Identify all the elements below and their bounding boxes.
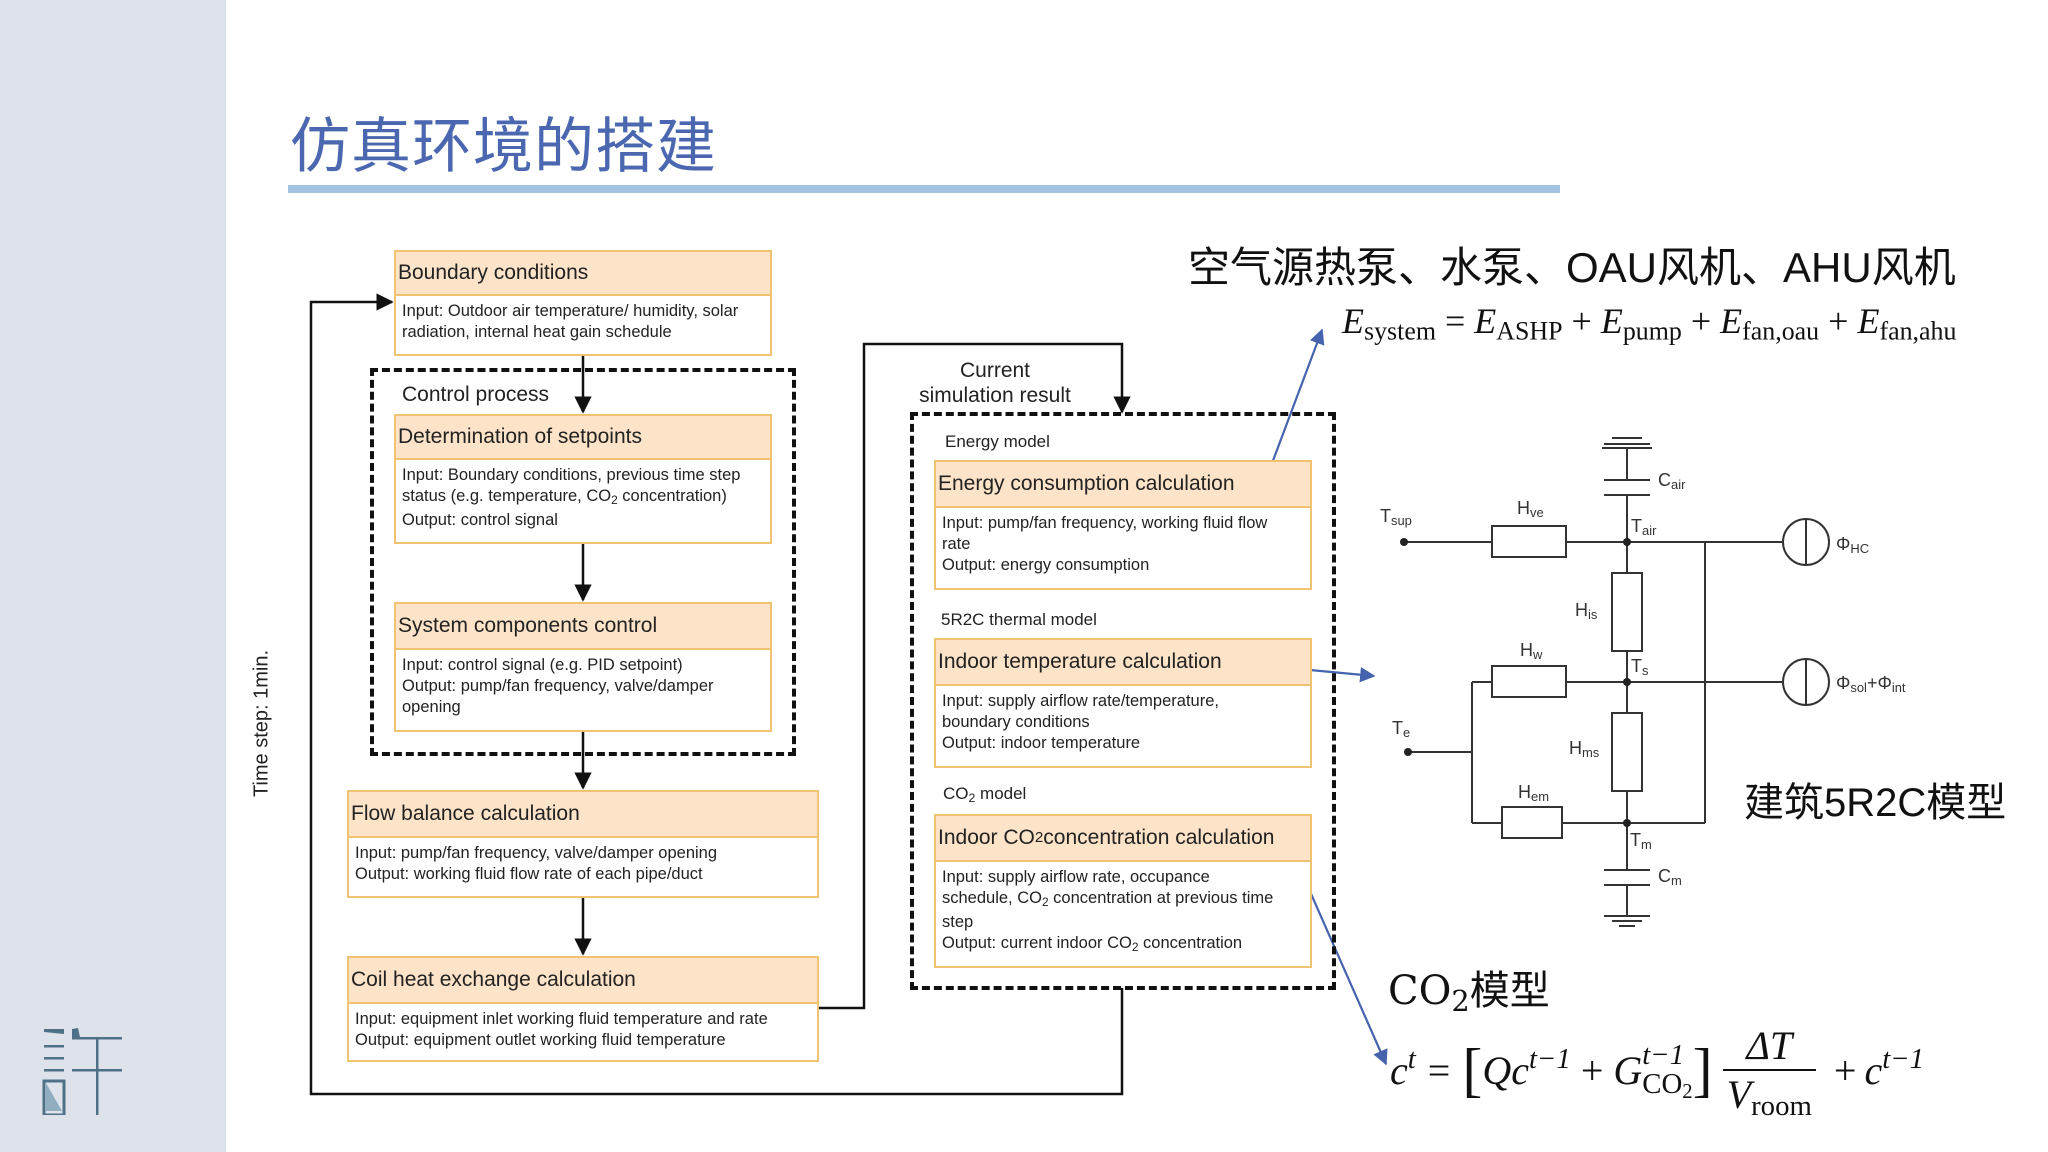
resistor-h-w bbox=[1491, 665, 1567, 698]
connector-coil-to-result bbox=[818, 342, 1131, 1010]
coil-heat-exchange-title: Coil heat exchange calculation bbox=[349, 958, 817, 1004]
boundary-conditions-box: Boundary conditions Input: Outdoor air t… bbox=[394, 250, 772, 356]
boundary-line: Input: Outdoor air temperature/ humidity… bbox=[402, 302, 739, 320]
label-h-w: Hw bbox=[1520, 640, 1543, 663]
label-t-m: Tm bbox=[1630, 830, 1652, 853]
node-t-s bbox=[1623, 678, 1631, 686]
label-t-s: Ts bbox=[1631, 656, 1649, 679]
boundary-line: radiation, internal heat gain schedule bbox=[402, 323, 672, 341]
indoor-co2-line: step bbox=[942, 913, 974, 931]
components-control-box: System components control Input: control… bbox=[394, 602, 772, 732]
logo-icon bbox=[42, 1028, 122, 1115]
co2-model-label: CO2 model bbox=[943, 784, 1027, 806]
setpoints-box: Determination of setpoints Input: Bounda… bbox=[394, 414, 772, 544]
energy-line: Input: pump/fan frequency, working fluid… bbox=[942, 514, 1268, 532]
indoor-co2-line: Output: current indoor CO2 concentration bbox=[942, 934, 1243, 954]
building-model-label: 建筑5R2C模型 bbox=[1744, 781, 2007, 825]
energy-consumption-box: Energy consumption calculation Input: pu… bbox=[934, 460, 1312, 590]
resistor-h-is bbox=[1611, 572, 1643, 652]
coil-heat-exchange-box: Coil heat exchange calculation Input: eq… bbox=[347, 956, 819, 1062]
label-h-em: Hem bbox=[1518, 782, 1549, 805]
indoor-temp-line: Input: supply airflow rate/temperature, bbox=[942, 692, 1219, 710]
label-h-is: His bbox=[1575, 600, 1598, 623]
node-t-sup bbox=[1400, 538, 1408, 546]
title-underline bbox=[288, 185, 1560, 193]
indoor-co2-line: schedule, CO2 concentration at previous … bbox=[942, 889, 1274, 909]
resistor-h-ve bbox=[1491, 525, 1567, 558]
components-line: Input: control signal (e.g. PID setpoint… bbox=[402, 656, 683, 674]
indoor-temperature-title: Indoor temperature calculation bbox=[936, 640, 1310, 686]
label-t-e: Te bbox=[1392, 718, 1411, 741]
equipment-heading: 空气源热泵、水泵、OAU风机、AHU风机 bbox=[1188, 244, 1956, 291]
indoor-temp-line: Output: indoor temperature bbox=[942, 734, 1141, 752]
energy-line: rate bbox=[942, 535, 971, 553]
setpoints-line: Output: control signal bbox=[402, 511, 558, 529]
flow-balance-title: Flow balance calculation bbox=[349, 792, 817, 838]
label-h-ve: Hve bbox=[1517, 498, 1544, 521]
setpoints-line: Input: Boundary conditions, previous tim… bbox=[402, 466, 741, 484]
loop-back-connector bbox=[309, 293, 1124, 1096]
setpoints-title: Determination of setpoints bbox=[396, 416, 770, 460]
energy-line: Output: energy consumption bbox=[942, 556, 1150, 574]
flow-balance-line: Output: working fluid flow rate of each … bbox=[355, 865, 703, 883]
indoor-temperature-box: Indoor temperature calculation Input: su… bbox=[934, 638, 1312, 768]
label-phi-hc: ΦHC bbox=[1836, 534, 1870, 557]
current-result-label: Current simulation result bbox=[919, 359, 1071, 407]
coil-line: Input: equipment inlet working fluid tem… bbox=[355, 1010, 768, 1028]
label-phi-sol-int: Φsol+Φint bbox=[1836, 673, 1906, 696]
resistor-h-ms bbox=[1611, 712, 1643, 792]
components-line: opening bbox=[402, 698, 461, 716]
control-process-label: Control process bbox=[402, 383, 550, 406]
label-c-air: Cair bbox=[1658, 470, 1686, 493]
control-process-group bbox=[370, 368, 796, 756]
node-t-air bbox=[1623, 538, 1631, 546]
sidebar-panel bbox=[0, 0, 226, 1152]
label-t-air: Tair bbox=[1631, 516, 1657, 539]
energy-equation: Esystem = EASHP + Epump + Efan,oau + Efa… bbox=[1342, 301, 1957, 346]
node-t-e bbox=[1404, 748, 1412, 756]
setpoints-line: status (e.g. temperature, CO2 concentrat… bbox=[402, 487, 727, 507]
label-t-sup: Tsup bbox=[1380, 506, 1412, 529]
energy-consumption-title: Energy consumption calculation bbox=[936, 462, 1310, 508]
indoor-co2-line: Input: supply airflow rate, occupance bbox=[942, 868, 1210, 886]
coil-line: Output: equipment outlet working fluid t… bbox=[355, 1031, 726, 1049]
energy-model-label: Energy model bbox=[945, 432, 1050, 451]
components-line: Output: pump/fan frequency, valve/damper bbox=[402, 677, 714, 695]
label-c-m: Cm bbox=[1658, 866, 1682, 889]
co2-model-heading: CO2模型 bbox=[1388, 968, 1550, 1019]
node-t-m bbox=[1623, 819, 1631, 827]
flow-balance-box: Flow balance calculation Input: pump/fan… bbox=[347, 790, 819, 898]
page-title: 仿真环境的搭建 bbox=[290, 112, 717, 182]
resistor-h-em bbox=[1501, 806, 1563, 839]
boundary-conditions-title: Boundary conditions bbox=[396, 252, 770, 296]
simulation-models-group bbox=[910, 412, 1336, 990]
thermal-model-label: 5R2C thermal model bbox=[941, 610, 1097, 629]
label-h-ms: Hms bbox=[1569, 738, 1600, 761]
indoor-temp-line: boundary conditions bbox=[942, 713, 1090, 731]
components-control-title: System components control bbox=[396, 604, 770, 650]
flow-balance-line: Input: pump/fan frequency, valve/damper … bbox=[355, 844, 718, 862]
